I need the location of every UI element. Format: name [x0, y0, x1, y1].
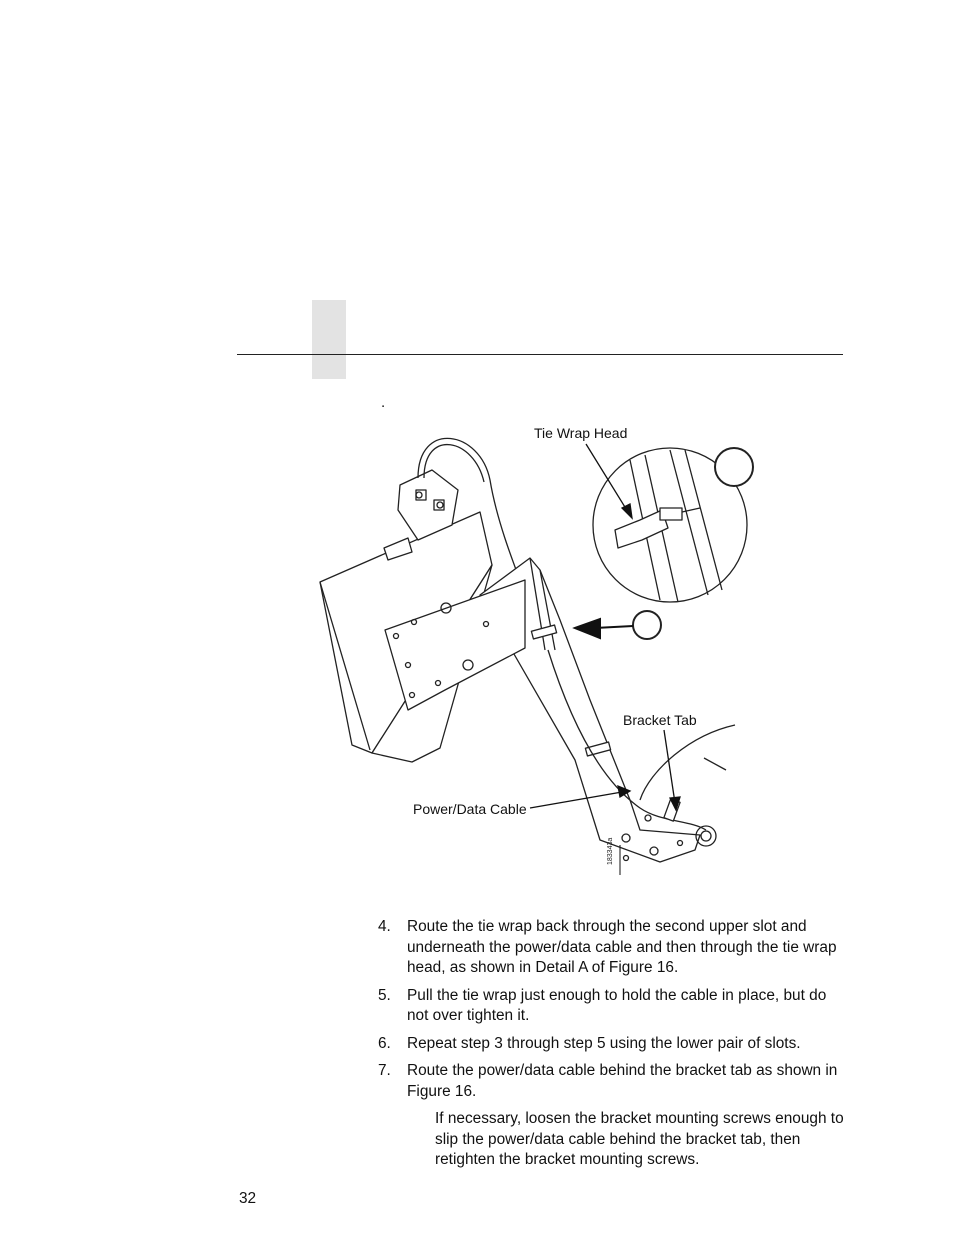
step-7-note: If necessary, loosen the bracket mountin… — [435, 1110, 844, 1168]
bracket-plate — [384, 579, 526, 711]
step-text: Pull the tie wrap just enough to hold th… — [407, 986, 827, 1025]
power-data-cable-lower — [547, 649, 707, 831]
detail-a-circle — [592, 447, 748, 603]
power-data-cable-leader — [529, 791, 623, 809]
connector-body — [397, 469, 459, 541]
step-number: 7. — [378, 1062, 391, 1079]
bracket-tab-leader — [663, 729, 676, 804]
step-text: Route the tie wrap back through the seco… — [407, 918, 837, 976]
header-rule — [237, 354, 843, 355]
procedure-steps: 4. Route the tie wrap back through the s… — [378, 917, 848, 1171]
leading-mark: . — [381, 394, 386, 411]
detail-arrowhead — [572, 617, 601, 640]
step-5: 5. Pull the tie wrap just enough to hold… — [378, 986, 848, 1027]
step-6: 6. Repeat step 3 through step 5 using th… — [378, 1034, 848, 1055]
bracket-tab-label: Bracket Tab — [623, 712, 697, 728]
detail-a-marker — [714, 447, 754, 487]
step-text: Repeat step 3 through step 5 using the l… — [407, 1034, 801, 1052]
step-number: 5. — [378, 986, 391, 1004]
power-data-cable-label: Power/Data Cable — [413, 801, 527, 817]
bracket-illustration: 183343a — [319, 437, 754, 875]
tie-wrap-head-label: Tie Wrap Head — [534, 425, 628, 441]
tie-wrap-head-shape — [614, 509, 669, 549]
figure-16: 183343a — [300, 415, 860, 885]
part-number: 183343a — [607, 838, 614, 865]
tie-wrap-head-leader — [585, 443, 629, 513]
step-text: Route the power/data cable behind the br… — [407, 1062, 838, 1100]
chapter-tab — [312, 300, 346, 379]
step-number: 4. — [378, 918, 391, 935]
step-4: 4. Route the tie wrap back through the s… — [378, 917, 848, 979]
detail-a-pointer-marker — [632, 610, 662, 640]
step-number: 6. — [378, 1034, 391, 1052]
step-7: 7. Route the power/data cable behind the… — [378, 1061, 848, 1102]
page-number: 32 — [239, 1190, 257, 1207]
